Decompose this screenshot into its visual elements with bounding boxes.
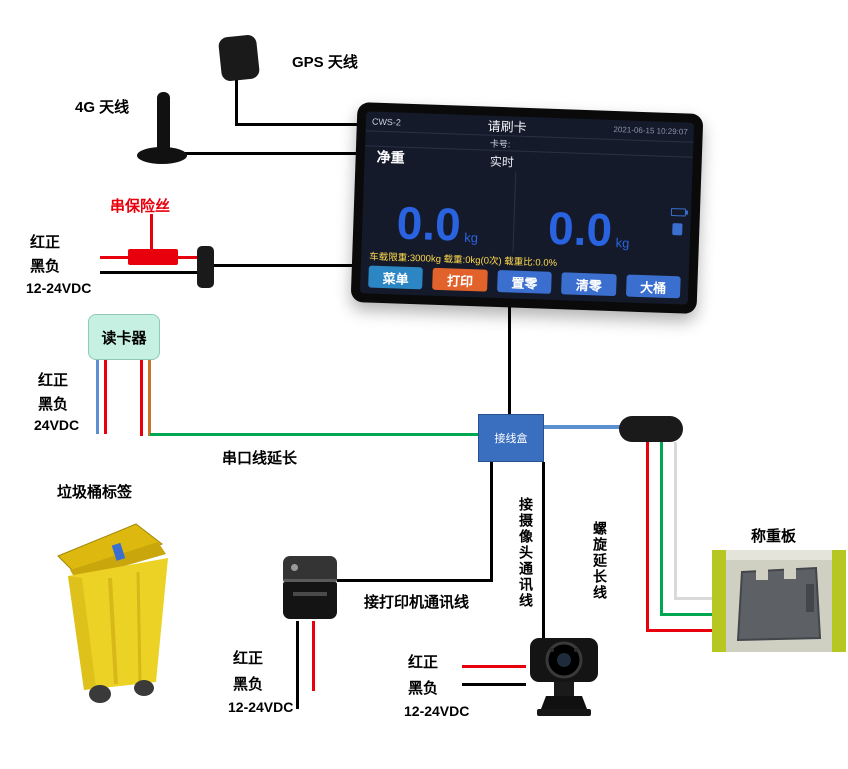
spiral-cable-connector bbox=[619, 416, 683, 442]
printer-photo bbox=[283, 556, 337, 622]
fuse-label: 串保险丝 bbox=[110, 198, 171, 215]
wire-loadcell-red-v bbox=[646, 442, 649, 632]
weighing-display: CWS-2 请刷卡 2021-06-15 10:29:07 卡号: 净重 实时 … bbox=[350, 102, 704, 314]
camera-power-black-label: 黑负 bbox=[408, 680, 439, 697]
card-number-label: 卡号: bbox=[489, 138, 511, 149]
realtime-weight-value: 0.0 bbox=[547, 202, 614, 257]
inline-fuse bbox=[128, 249, 178, 265]
printer-power-red-label: 红正 bbox=[233, 650, 264, 667]
print-button[interactable]: 打印 bbox=[432, 267, 488, 292]
junction-box: 接线盒 bbox=[478, 414, 544, 462]
reader-power-volt-label: 24VDC bbox=[34, 417, 80, 433]
weight-values-row: 0.0 kg 0.0 kg bbox=[362, 166, 693, 258]
gps-antenna bbox=[217, 34, 261, 82]
weigh-board-label: 称重板 bbox=[751, 528, 797, 545]
big-bucket-button[interactable]: 大桶 bbox=[625, 274, 681, 299]
wire-junction-to-camera bbox=[542, 462, 545, 638]
wire-camera-black bbox=[462, 683, 526, 686]
wire-reader-red-1 bbox=[104, 360, 107, 434]
camera-photo bbox=[530, 638, 598, 716]
swipe-card-hint: 请刷卡 bbox=[487, 118, 527, 135]
wire-4g-to-display bbox=[184, 152, 376, 155]
clear-button[interactable]: 清零 bbox=[561, 272, 617, 297]
wire-loadcell-green-h bbox=[660, 613, 716, 616]
wire-loadcell-red-h bbox=[646, 629, 716, 632]
power-connector bbox=[197, 246, 214, 288]
realtime-weight-value-cell: 0.0 kg bbox=[511, 171, 667, 258]
wire-loadcell-green-v bbox=[660, 442, 663, 616]
junction-box-label: 接线盒 bbox=[494, 433, 528, 445]
card-reader: 读卡器 bbox=[88, 314, 160, 360]
display-power-red-label: 红正 bbox=[30, 234, 61, 251]
4g-antenna bbox=[157, 92, 170, 154]
wire-reader-red-2 bbox=[140, 360, 143, 436]
net-weight-unit: kg bbox=[464, 229, 479, 246]
net-weight-value: 0.0 bbox=[395, 196, 462, 252]
wire-serial-extension bbox=[150, 433, 478, 436]
serial-extension-label: 串口线延长 bbox=[222, 450, 298, 467]
wire-printer-black bbox=[296, 621, 299, 709]
wire-junction-to-printer-v bbox=[490, 462, 493, 582]
sim-card-icon bbox=[672, 223, 683, 236]
card-reader-label: 读卡器 bbox=[101, 329, 147, 347]
wire-printer-red bbox=[312, 621, 315, 691]
reader-power-red-label: 红正 bbox=[38, 372, 69, 389]
wire-reader-orange bbox=[148, 360, 151, 436]
net-weight-label: 净重 bbox=[376, 148, 405, 166]
display-power-black-label: 黑负 bbox=[30, 258, 61, 275]
battery-icon bbox=[670, 208, 686, 217]
reader-power-black-label: 黑负 bbox=[38, 396, 69, 413]
printer-cable-label: 接打印机通讯线 bbox=[364, 594, 470, 611]
gps-antenna-label: GPS 天线 bbox=[292, 54, 358, 71]
spiral-cable-label: 螺旋延长线 bbox=[592, 521, 608, 601]
wire-reader-blue bbox=[96, 360, 99, 434]
4g-antenna-label: 4G 天线 bbox=[75, 99, 130, 116]
wire-display-to-junction bbox=[508, 306, 511, 416]
printer-power-black-label: 黑负 bbox=[233, 676, 264, 693]
status-icons-column bbox=[664, 200, 691, 236]
wire-loadcell-white-v bbox=[674, 442, 677, 600]
printer-top bbox=[283, 556, 337, 582]
wire-power-to-display bbox=[213, 264, 375, 267]
camera-power-volt-label: 12-24VDC bbox=[404, 703, 470, 719]
device-model: CWS-2 bbox=[371, 116, 402, 128]
menu-button[interactable]: 菜单 bbox=[368, 265, 424, 290]
wire-junction-to-connector bbox=[544, 425, 620, 429]
wire-fuse-stem bbox=[150, 214, 153, 252]
wire-camera-red bbox=[462, 665, 526, 668]
wire-gps-to-display bbox=[235, 123, 375, 126]
wire-power-black bbox=[100, 271, 198, 274]
wire-loadcell-white-h bbox=[674, 597, 718, 600]
display-power-volt-label: 12-24VDC bbox=[26, 280, 92, 296]
weigh-board-photo bbox=[712, 550, 846, 652]
camera-power-red-label: 红正 bbox=[408, 654, 439, 671]
datetime: 2021-06-15 10:29:07 bbox=[613, 124, 688, 137]
realtime-label: 实时 bbox=[489, 154, 515, 170]
realtime-weight-unit: kg bbox=[615, 235, 630, 251]
wire-gps-stem bbox=[235, 78, 238, 126]
trash-bin-photo bbox=[57, 523, 168, 703]
4g-antenna-base bbox=[137, 147, 187, 164]
printer-power-volt-label: 12-24VDC bbox=[228, 699, 294, 715]
printer-body bbox=[283, 582, 337, 619]
wire-junction-to-printer-h bbox=[337, 579, 493, 582]
zero-button[interactable]: 置零 bbox=[496, 270, 553, 294]
trash-bin-label: 垃圾桶标签 bbox=[57, 484, 133, 501]
net-weight-value-cell: 0.0 kg bbox=[362, 166, 515, 252]
display-screen: CWS-2 请刷卡 2021-06-15 10:29:07 卡号: 净重 实时 … bbox=[359, 111, 695, 305]
camera-cable-label: 接摄像头通讯线 bbox=[518, 497, 534, 609]
